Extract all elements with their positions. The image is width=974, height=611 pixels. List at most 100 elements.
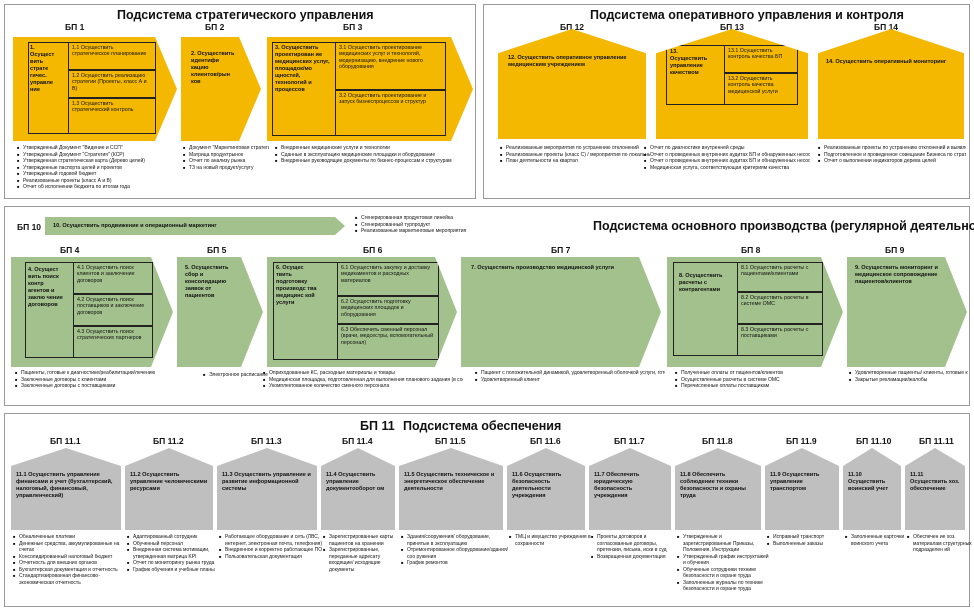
support-subsystem-code: БП 11 [360,419,395,433]
bp5-code: БП 5 [207,245,227,255]
bp6-sub-2: 6.2 Осуществить подготовку медицинских п… [337,296,439,324]
bp11-2-house[interactable]: 11.2 Осуществить управление человеческим… [125,448,213,530]
bp11-3-house[interactable]: 11.3 Осуществить управление и развитие и… [217,448,317,530]
bp3-sub-2: 3.2 Осуществить проектирование и запуск … [335,90,446,136]
bp11-5-house[interactable]: 11.5 Осуществить техническое и энергетич… [399,448,503,530]
bp11-2-label: 11.2 Осуществить управление человеческим… [130,472,208,492]
bp13-sub-2: 13.2 Осуществить контроль качества медиц… [724,73,798,105]
bp4-code: БП 4 [60,245,80,255]
bp14-house[interactable]: 14. Осуществить оперативный мониторинг [818,29,964,139]
bp5-outputs: Электронное расписание [203,372,273,379]
bp1-main-label: 1. Осущест вить страте гичес. управле ни… [30,45,55,93]
bp2-main-label: 2. Осуществить идентифи кацию клиентов/р… [191,51,235,85]
bp11-4-code: БП 11.4 [342,436,373,446]
bp11-5-code: БП 11.5 [435,436,466,446]
bp11-8-code: БП 11.8 [702,436,733,446]
bp11-1-code: БП 11.1 [50,436,81,446]
bp11-9-code: БП 11.9 [786,436,817,446]
bp11-10-house[interactable]: 11.10 Осуществить воинский учет [843,448,901,530]
bp4-arrow[interactable]: 4. Осущест вить поиск контр агентов и за… [11,257,173,367]
bp7-main-label: 7. Осуществить производство медицинской … [471,265,614,271]
operational-subsystem-title: Подсистема оперативного управления и кон… [590,8,904,22]
bp11-4-outputs: Зарегистрированные карты пациентов на хр… [323,534,403,573]
bp11-5-outputs: Здания/сооружения/ оборудование, приняты… [401,534,511,567]
bp6-arrow[interactable]: 6. Осущес твить подготовку производс тва… [267,257,457,367]
bp3-main-label: 3. Осуществить проектирован ие медицинск… [275,45,330,93]
bp7-code: БП 7 [551,245,571,255]
bp5-main-label: 5. Осуществить сбор и консолидацию заяво… [185,265,229,299]
bp13-outputs: Отчет по диагностике внутренней средыОтч… [644,145,810,171]
bp4-sub-1: 4.1 Осуществить поиск клиентов и заключе… [73,262,153,294]
bp11-10-code: БП 11.10 [856,436,892,446]
bp1-sub-1: 1.1 Осуществить стратегическое планирова… [68,42,156,70]
bp11-4-house[interactable]: 11.4 Осуществить управление документообо… [321,448,395,530]
bp4-main-label: 4. Осущест вить поиск контр агентов и за… [28,267,63,308]
bp8-sub-2: 8.2 Осуществить расчеты в системе ОМС [737,292,823,324]
bp13-code: БП 13 [720,22,745,32]
bp8-sub-1: 8.1 Осуществить расчеты с пациентами/кли… [737,262,823,292]
bp6-outputs: Оприходованные КС, расходные материалы и… [263,370,463,390]
bp10-bar[interactable]: 10. Осуществить продвижение и операционн… [45,217,345,235]
bp13-sub-1: 13.1 Осуществить контроль качества БП [724,45,798,73]
bp11-9-house[interactable]: 11.9 Осуществить управление транспортом [765,448,839,530]
bp1-sub-3: 1.3 Осуществить стратегический контроль [68,98,156,134]
bp4-sub-2: 4.2 Осуществить поиск поставщиков и закл… [73,294,153,326]
bp2-outputs: Документ "Маркетинговая стратегия"Матриц… [183,145,269,171]
bp12-code: БП 12 [560,22,585,32]
bp7-arrow[interactable]: 7. Осуществить производство медицинской … [461,257,661,367]
bp11-1-house[interactable]: 11.1 Осуществить управление финансами и … [11,448,121,530]
bp11-7-code: БП 11.7 [614,436,645,446]
bp9-code: БП 9 [885,245,905,255]
bp11-11-outputs: Обеспечен ие хоз. материалам структурных… [907,534,973,554]
bp1-sub-2: 1.2 Осуществить реализацию стратегии (Пр… [68,70,156,98]
bp4-sub-3: 4.3 Осуществить поиск стратегических пар… [73,326,153,358]
bp10-outputs: Сгенерированная продуктовая линейкаСгене… [355,215,535,235]
bp13-house[interactable]: 13. Осуществить управление качеством 13.… [656,29,808,139]
bp11-6-code: БП 11.6 [530,436,561,446]
bp5-arrow[interactable]: 5. Осуществить сбор и консолидацию заяво… [177,257,263,367]
bp14-main-label: 14. Осуществить оперативный мониторинг [826,59,947,65]
support-subsystem-title: Подсистема обеспечения [403,419,562,433]
bp6-code: БП 6 [363,245,383,255]
bp11-9-label: 11.9 Осуществить управление транспортом [770,472,820,492]
bp8-code: БП 8 [741,245,761,255]
bp2-arrow[interactable]: 2. Осуществить идентифи кацию клиентов/р… [181,37,261,141]
bp11-7-house[interactable]: 11.7 Обеспечить юридическую безопасность… [589,448,671,530]
bp2-code: БП 2 [205,22,225,32]
bp14-code: БП 14 [874,22,899,32]
bp12-house[interactable]: 12. Осуществить оперативное управление м… [498,29,646,139]
strategic-subsystem-title: Подсистема стратегического управления [117,8,374,22]
strategic-subsystem-panel: Подсистема стратегического управления БП… [4,4,476,199]
bp8-main-label: 8. Осуществить расчеты с контрагентами [679,273,723,293]
bp11-7-outputs: Проекты договоров и согласованные догово… [591,534,679,560]
bp1-outputs: Утвержденный Документ "Видение и ССП"Утв… [17,145,177,191]
bp11-6-house[interactable]: 11.6 Осуществить безопасность деятельнос… [507,448,585,530]
bp3-arrow[interactable]: 3. Осуществить проектирован ие медицинск… [267,37,473,141]
bp11-10-label: 11.10 Осуществить воинский учет [848,472,889,492]
bp8-outputs: Полученные оплаты от пациентов/клиентовО… [675,370,845,390]
bp6-main-label: 6. Осущес твить подготовку производс тва… [276,265,317,306]
bp11-8-house[interactable]: 11.8 Обеспечить соблюдение техники безоп… [675,448,761,530]
bp11-11-label: 11.11 Осуществить хоз. обеспечение [910,472,960,492]
bp13-main-label: 13. Осуществить управление качеством [670,49,708,76]
bp3-sub-1: 3.1 Осуществить проектирование медицинск… [335,42,446,90]
bp11-8-outputs: Утвержденные и зарегистрированные Приказ… [677,534,769,593]
bp11-3-code: БП 11.3 [251,436,282,446]
main-production-panel: БП 10 10. Осуществить продвижение и опер… [4,206,974,406]
bp11-5-label: 11.5 Осуществить техническое и энергетич… [404,472,495,492]
bp11-7-label: 11.7 Обеспечить юридическую безопасность… [594,472,640,499]
bp8-arrow[interactable]: 8. Осуществить расчеты с контрагентами 8… [667,257,843,367]
bp1-arrow[interactable]: 1. Осущест вить страте гичес. управле ни… [13,37,177,141]
bp1-code: БП 1 [65,22,85,32]
bp10-code: БП 10 [17,222,42,232]
bp11-1-label: 11.1 Осуществить управление финансами и … [16,472,113,499]
bp9-main-label: 9. Осуществить мониторинг и медицинское … [855,265,938,285]
bp3-outputs: Внедренные медицинские услуги и технолог… [275,145,471,165]
bp3-code: БП 3 [343,22,363,32]
bp11-2-code: БП 11.2 [153,436,184,446]
bp9-arrow[interactable]: 9. Осуществить мониторинг и медицинское … [847,257,967,367]
bp11-11-house[interactable]: 11.11 Осуществить хоз. обеспечение [905,448,965,530]
bp11-11-code: БП 11.11 [919,436,954,446]
bp11-2-outputs: Адаптированный сотрудникОбученный персон… [127,534,221,573]
operational-subsystem-panel: Подсистема оперативного управления и кон… [483,4,970,199]
